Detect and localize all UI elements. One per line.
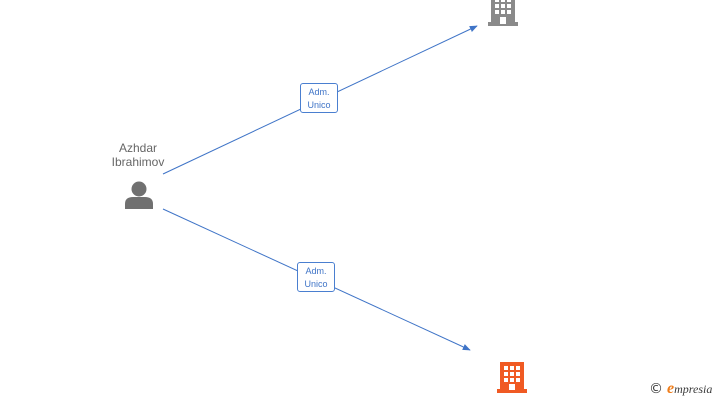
person-name[interactable]: Azhdar Ibrahimov (96, 141, 180, 169)
edge-label-line2: Unico (304, 279, 328, 289)
copyright-icon: © (649, 381, 663, 397)
edge-label-line1: Adm. (308, 87, 330, 97)
building-icon[interactable] (497, 362, 527, 393)
edge-label-top[interactable]: Adm. Unico (300, 83, 338, 113)
brand-logo: empresia (667, 380, 713, 397)
person-name-line2: Ibrahimov (111, 155, 165, 169)
person-icon[interactable] (125, 181, 153, 210)
building-icon[interactable] (488, 0, 518, 26)
person-name-line1: Azhdar (118, 141, 158, 155)
edge-label-line1: Adm. (305, 266, 327, 276)
edge-label-bottom[interactable]: Adm. Unico (297, 262, 335, 292)
footer-brand[interactable]: © empresia (649, 379, 712, 399)
edge-label-line2: Unico (307, 100, 331, 110)
